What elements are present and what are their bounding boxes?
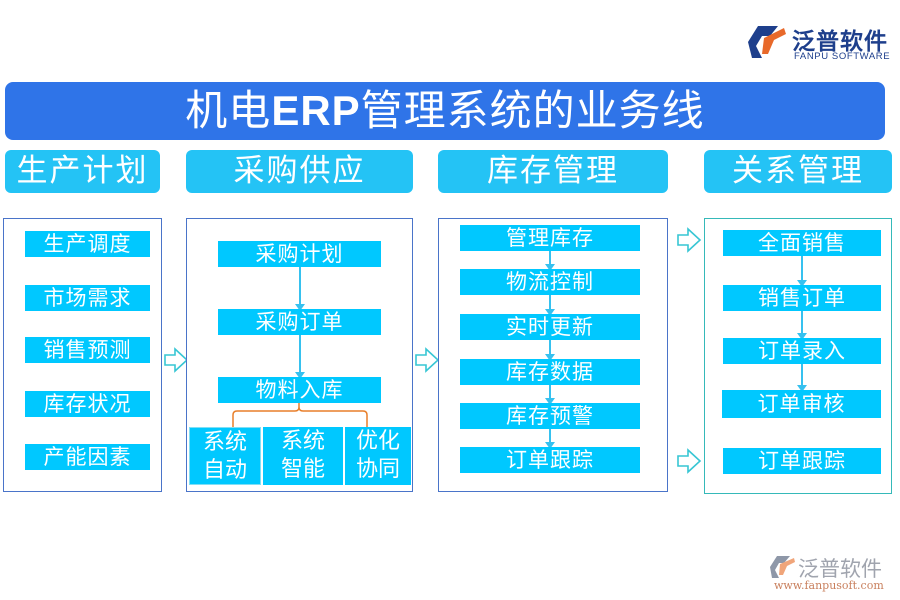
item-inventory-status: 库存状况 xyxy=(25,391,150,417)
item-inventory-data: 库存数据 xyxy=(460,359,640,385)
logo-brand-en: FANPU SOFTWARE xyxy=(794,51,891,62)
item-purchase-plan: 采购计划 xyxy=(218,241,381,267)
flow-arrow xyxy=(545,429,555,449)
sub-line1: 系统 xyxy=(202,430,247,455)
category-inventory: 库存管理 xyxy=(438,150,668,193)
item-order-entry: 订单录入 xyxy=(723,338,881,364)
right-arrow-icon xyxy=(677,448,702,474)
item-manage-inventory: 管理库存 xyxy=(460,225,640,251)
category-production-plan: 生产计划 xyxy=(5,150,160,193)
title-suffix: 管理系统的业务线 xyxy=(360,86,705,135)
panel-procurement: 采购计划 采购订单 物料入库 系统自动 系统智能 优化协同 xyxy=(186,218,413,492)
item-material-inbound: 物料入库 xyxy=(218,377,381,403)
fanpu-logo-icon xyxy=(748,26,786,58)
fanpu-logo-top: 泛普软件 FANPU SOFTWARE xyxy=(748,22,898,66)
item-sales-order: 销售订单 xyxy=(723,285,881,311)
sub-line1: 优化 xyxy=(355,429,400,454)
right-arrow-icon xyxy=(677,227,702,253)
item-order-tracking: 订单跟踪 xyxy=(723,448,881,474)
item-capacity-factors: 产能因素 xyxy=(25,444,150,470)
panel-inventory: 管理库存 物流控制 实时更新 库存数据 库存预警 订单跟踪 xyxy=(438,218,668,492)
sub-optimize-collab: 优化协同 xyxy=(345,427,411,485)
item-inventory-alert: 库存预警 xyxy=(460,403,640,429)
sub-system-smart: 系统智能 xyxy=(263,427,343,485)
logo-url: www.fanpusoft.com xyxy=(774,579,884,592)
flow-arrow xyxy=(797,311,807,340)
item-production-schedule: 生产调度 xyxy=(25,231,150,257)
item-order-tracking: 订单跟踪 xyxy=(460,447,640,473)
item-market-demand: 市场需求 xyxy=(25,285,150,311)
fanpu-logo-bottom: 泛普软件 www.fanpusoft.com xyxy=(770,555,895,597)
item-order-review: 订单审核 xyxy=(722,390,881,418)
flow-arrow xyxy=(797,256,807,287)
flow-arrow xyxy=(545,295,555,316)
sub-line2: 自动 xyxy=(202,458,247,483)
flow-arrow xyxy=(545,385,555,405)
logo-brand-cn: 泛普软件 xyxy=(798,557,882,581)
title-prefix: 机电 xyxy=(185,86,272,135)
item-full-sales: 全面销售 xyxy=(723,230,881,256)
panel-relations: 全面销售 销售订单 订单录入 订单审核 订单跟踪 xyxy=(704,218,892,494)
sub-line2: 智能 xyxy=(280,457,325,482)
flow-arrow xyxy=(797,364,807,392)
flow-arrow xyxy=(295,335,305,379)
flow-arrow xyxy=(295,267,305,311)
right-arrow-icon xyxy=(415,347,440,373)
item-purchase-order: 采购订单 xyxy=(218,309,381,335)
flow-arrow xyxy=(545,340,555,361)
panel-production: 生产调度 市场需求 销售预测 库存状况 产能因素 xyxy=(3,218,162,492)
title-erp: ERP xyxy=(271,87,361,134)
page-title: 机电ERP管理系统的业务线 xyxy=(5,82,885,140)
item-sales-forecast: 销售预测 xyxy=(25,337,150,363)
flow-arrow xyxy=(545,251,555,271)
item-logistics-control: 物流控制 xyxy=(460,269,640,295)
right-arrow-icon xyxy=(164,347,189,373)
category-procurement: 采购供应 xyxy=(186,150,413,193)
bracket-connector xyxy=(232,403,368,427)
sub-system-auto: 系统自动 xyxy=(189,427,261,485)
sub-line2: 协同 xyxy=(355,457,400,482)
logo-brand-cn: 泛普软件 xyxy=(792,29,888,55)
item-realtime-update: 实时更新 xyxy=(460,314,640,340)
category-relations: 关系管理 xyxy=(704,150,892,193)
sub-line1: 系统 xyxy=(280,429,325,454)
fanpu-logo-icon xyxy=(770,556,795,578)
